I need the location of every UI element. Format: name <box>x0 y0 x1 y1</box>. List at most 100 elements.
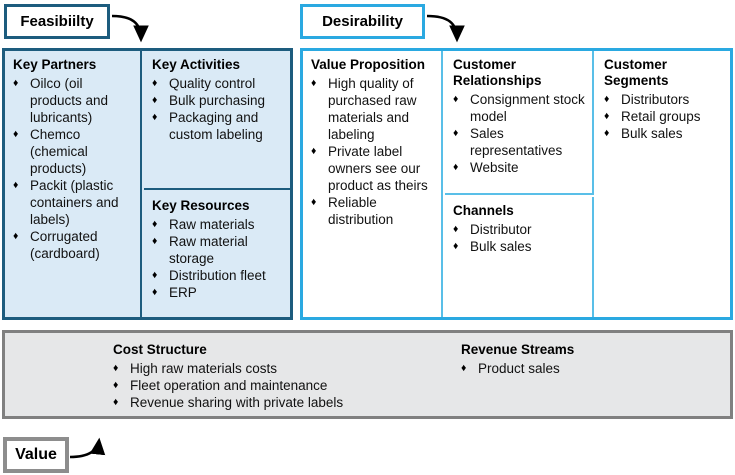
bullet-icon: ♦ <box>113 379 119 392</box>
bullet-item: ♦ Sales representatives <box>453 125 586 159</box>
bullet-text: Packaging and custom labeling <box>169 110 263 143</box>
bullet-icon: ♦ <box>13 179 19 192</box>
bullet-text: Private label owners see our product as … <box>328 144 428 194</box>
bullet-icon: ♦ <box>604 127 610 140</box>
bullet-icon: ♦ <box>152 218 158 231</box>
value-arrow <box>69 437 106 459</box>
customer-segments-list: ♦ Distributors ♦ Retail groups ♦ Bulk sales <box>604 91 724 142</box>
customer-segments-cell: Customer Segments ♦Distributors♦Retail g… <box>596 51 730 317</box>
customer-relationships-cell: Customer Relationships ♦ Consignment stoc… <box>445 51 594 195</box>
feasibility-group: Key Partners ♦Oilco (oil products and lu… <box>2 48 293 320</box>
bullet-item: ♦ Raw materials <box>152 216 284 233</box>
bullet-item: ♦ Quality control <box>152 75 284 92</box>
bullet-icon: ♦ <box>152 269 158 282</box>
desirability-arrow <box>426 14 465 43</box>
bullet-icon: ♦ <box>604 110 610 123</box>
value-tag: Value <box>3 437 69 473</box>
desirability-tag-label: Desirability <box>322 13 403 30</box>
bullet-item: ♦Oilco (oil products and lubricants) <box>13 75 134 126</box>
bullet-text: High quality of purchased raw materials … <box>328 76 417 143</box>
bullet-icon: ♦ <box>152 286 158 299</box>
bullet-text: Bulk sales <box>621 126 683 142</box>
bullet-icon: ♦ <box>13 77 19 90</box>
bullet-item: ♦ High raw materials costs <box>113 360 444 377</box>
bullet-item: ♦ Distributors <box>604 91 724 108</box>
bullet-icon: ♦ <box>311 77 317 90</box>
bullet-icon: ♦ <box>113 362 119 375</box>
revenue-streams-cell: Revenue Streams ♦ Product sales <box>453 336 733 413</box>
bullet-icon: ♦ <box>152 94 158 107</box>
bullet-text: Bulk sales <box>470 239 532 255</box>
bullet-item: ♦ Packit (plastic containers and labels) <box>13 177 134 228</box>
bullet-icon: ♦ <box>311 145 317 158</box>
bullet-icon: ♦ <box>13 128 19 141</box>
bullet-text: Distribution fleet <box>169 268 266 284</box>
channels-list: ♦ Distributor ♦ Bulk sales <box>453 221 586 255</box>
bullet-item: ♦Fleet operation and maintenance <box>113 377 444 394</box>
bullet-text: Raw material storage <box>169 234 248 267</box>
value-proposition-title: Value Proposition <box>311 57 426 72</box>
key-activities-title: Key Activities <box>152 57 241 72</box>
bullet-text: Packit (plastic containers and labels) <box>30 178 119 228</box>
bullet-item: ♦ Packaging and custom labeling <box>152 109 284 143</box>
bullet-text: High raw materials costs <box>130 361 278 377</box>
bullet-icon: ♦ <box>453 127 459 140</box>
bullet-icon: ♦ <box>113 396 119 409</box>
bullet-icon: ♦ <box>461 362 467 375</box>
bullet-text: Sales representatives <box>470 126 563 159</box>
customer-relationships-title: Customer Relationships <box>453 57 542 89</box>
bullet-text: Raw materials <box>169 217 255 233</box>
bullet-item: ♦ Bulk sales <box>604 125 724 142</box>
feasibility-tag-label: Feasibiilty <box>20 13 94 30</box>
bullet-icon: ♦ <box>604 93 610 106</box>
bullet-icon: ♦ <box>152 77 158 90</box>
key-partners-cell: Key Partners ♦Oilco (oil products and lu… <box>5 51 142 317</box>
bullet-icon: ♦ <box>453 240 459 253</box>
revenue-streams-list: ♦ Product sales <box>461 360 727 377</box>
value-proposition-list: ♦ High quality of purchased raw materials… <box>311 75 435 228</box>
bullet-icon: ♦ <box>152 111 158 124</box>
bullet-text: ERP <box>169 285 197 301</box>
bullet-item: ♦ Raw material storage <box>152 233 284 267</box>
bullet-item: ♦ Consignment stock model <box>453 91 586 125</box>
bullet-icon: ♦ <box>453 93 459 106</box>
key-partners-list: ♦Oilco (oil products and lubricants)♦Che… <box>13 75 134 262</box>
bullet-item: ♦Reliable distribution <box>311 194 435 228</box>
key-partners-title: Key Partners <box>13 57 97 72</box>
bullet-item: ♦ Product sales <box>461 360 727 377</box>
key-resources-list: ♦ Raw materials ♦ Raw material storage ♦ Dist… <box>152 216 284 301</box>
channels-cell: Channels ♦ Distributor ♦ Bulk sales <box>445 197 594 317</box>
cost-structure-cell: Cost Structure ♦ High raw materials costs… <box>105 336 450 413</box>
bullet-text: Consignment stock model <box>470 92 585 125</box>
bullet-text: Revenue sharing with private labels <box>130 395 344 411</box>
channels-title: Channels <box>453 203 514 218</box>
revenue-streams-title: Revenue Streams <box>461 342 575 357</box>
bullet-icon: ♦ <box>13 230 19 243</box>
value-group: Cost Structure ♦ High raw materials costs… <box>2 330 733 419</box>
bullet-text: Quality control <box>169 76 256 92</box>
bullet-text: Distributors <box>621 92 690 108</box>
bullet-text: Retail groups <box>621 109 701 125</box>
bullet-text: Corrugated (cardboard) <box>30 229 100 262</box>
bullet-icon: ♦ <box>453 223 459 236</box>
key-resources-title: Key Resources <box>152 198 250 213</box>
key-resources-cell: Key Resources ♦ Raw materials ♦ Raw materia… <box>144 192 290 317</box>
bullet-text: Product sales <box>478 361 560 377</box>
feasibility-arrow <box>111 14 149 43</box>
bullet-item: ♦ Retail groups <box>604 108 724 125</box>
cost-structure-title: Cost Structure <box>113 342 207 357</box>
key-activities-list: ♦Quality control♦Bulk purchasing♦Packagi… <box>152 75 284 143</box>
desirability-tag: Desirability <box>300 4 425 39</box>
bullet-item: ♦ Corrugated (cardboard) <box>13 228 134 262</box>
feasibility-tag: Feasibiilty <box>4 4 110 39</box>
bullet-icon: ♦ <box>453 161 459 174</box>
bullet-item: ♦ Revenue sharing with private labels <box>113 394 444 411</box>
bullet-text: Distributor <box>470 222 532 238</box>
bullet-item: ♦ ERP <box>152 284 284 301</box>
bullet-item: ♦ Bulk sales <box>453 238 586 255</box>
bullet-item: ♦ High quality of purchased raw materials… <box>311 75 435 143</box>
bullet-text: Website <box>470 160 519 176</box>
bullet-icon: ♦ <box>152 235 158 248</box>
value-tag-label: Value <box>15 446 57 463</box>
